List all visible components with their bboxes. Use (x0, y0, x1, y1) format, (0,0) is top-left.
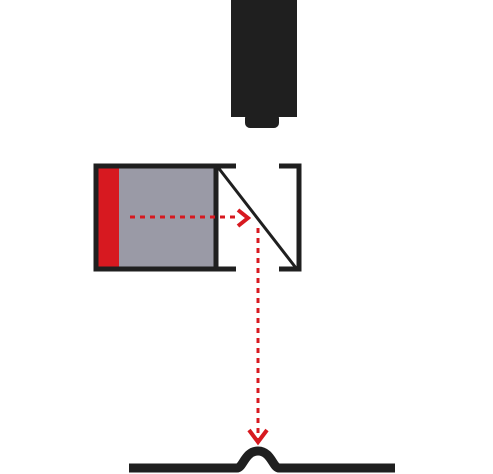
light-emitter (98, 167, 119, 268)
light-source-icon (93, 163, 236, 272)
camera-icon (231, 0, 297, 128)
vertical-beam-arrowhead (247, 428, 269, 446)
camera-body (231, 0, 297, 117)
beam-splitter-icon (215, 163, 302, 272)
surface-icon (129, 446, 395, 473)
camera-lens (245, 113, 279, 128)
splitter-bracket-right (279, 163, 302, 272)
horizontal-beam-arrowhead (236, 208, 252, 228)
light-path (130, 208, 269, 446)
splitter-mirror (215, 165, 298, 269)
surface-line (129, 446, 395, 473)
light-housing-frame (93, 163, 236, 272)
